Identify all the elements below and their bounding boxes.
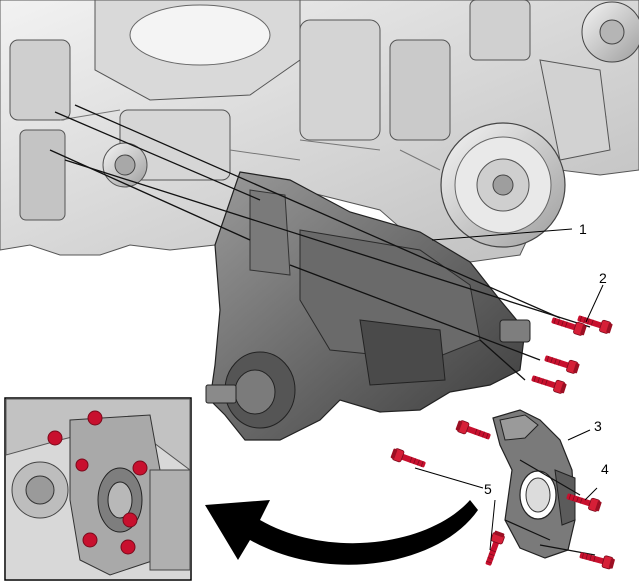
callout-3: 3 [594, 418, 602, 434]
mount-bracket [492, 409, 576, 559]
engine-block [0, 0, 639, 263]
bolt-icon [454, 418, 493, 444]
bolt-icon [529, 371, 568, 396]
bolt-icon [389, 446, 428, 472]
bracket-alignment-lines [504, 459, 596, 556]
bolt-icon [577, 548, 616, 571]
curved-arrow-icon [205, 500, 478, 565]
callout-5: 5 [484, 481, 492, 497]
callout-4: 4 [601, 461, 609, 477]
transfer-case [205, 171, 531, 441]
callout-1: 1 [579, 221, 587, 237]
alignment-lines [49, 104, 591, 381]
bolt-icon [542, 351, 581, 376]
callout-leaders [414, 228, 604, 551]
inset-detail-view [4, 397, 192, 581]
bolt-icon [481, 529, 507, 568]
callout-2: 2 [599, 270, 607, 286]
